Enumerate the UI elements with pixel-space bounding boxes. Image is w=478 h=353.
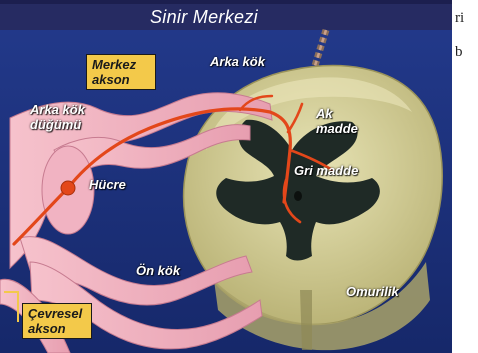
label-ak-madde: Ak madde bbox=[316, 106, 376, 136]
label-cevresel-akson-text: Çevresel akson bbox=[28, 306, 86, 336]
cell-body bbox=[61, 181, 75, 195]
label-hucre: Hücre bbox=[89, 177, 126, 192]
label-merkez-akson: Merkez akson bbox=[86, 54, 156, 90]
label-gri-madde: Gri madde bbox=[294, 163, 358, 178]
spinal-cord-illustration bbox=[0, 0, 452, 353]
spinal-cord-figure: Sinir Merkezi Merkez akson Arka kök Arka… bbox=[0, 0, 452, 353]
title-bar-accent bbox=[0, 0, 452, 4]
label-arka-kok-dugumu: Arka kök düğümü bbox=[30, 102, 120, 132]
label-merkez-akson-text: Merkez akson bbox=[92, 57, 150, 87]
central-canal bbox=[294, 191, 302, 201]
label-on-kok: Ön kök bbox=[136, 263, 180, 278]
figure-title: Sinir Merkezi bbox=[150, 7, 258, 27]
label-arka-kok: Arka kök bbox=[210, 54, 265, 69]
label-cevresel-akson: Çevresel akson bbox=[22, 303, 92, 339]
side-text-line-2: b bbox=[455, 44, 463, 61]
side-text-line-1: ri bbox=[455, 10, 464, 27]
label-omurilik: Omurilik bbox=[346, 284, 399, 299]
